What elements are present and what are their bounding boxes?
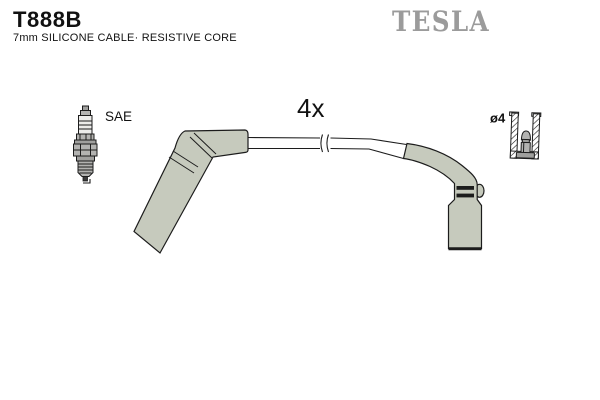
product-subtitle: 7mm SILICONE CABLE· RESISTIVE CORE [13,32,237,44]
tesla-logo: TESLA [392,5,490,38]
ignition-cable-icon [133,129,485,254]
part-number: T888B [13,7,83,32]
terminal-diameter-label: ø4 [490,111,506,126]
sae-label: SAE [105,109,132,124]
quantity-label: 4x [297,93,324,123]
right-boot-icon [402,142,485,251]
terminal-stud-icon [515,130,535,159]
terminal-connector-icon [509,111,542,160]
left-boot-icon [133,129,249,254]
cable-break-icon [247,134,407,160]
spark-plug-icon [73,105,98,184]
